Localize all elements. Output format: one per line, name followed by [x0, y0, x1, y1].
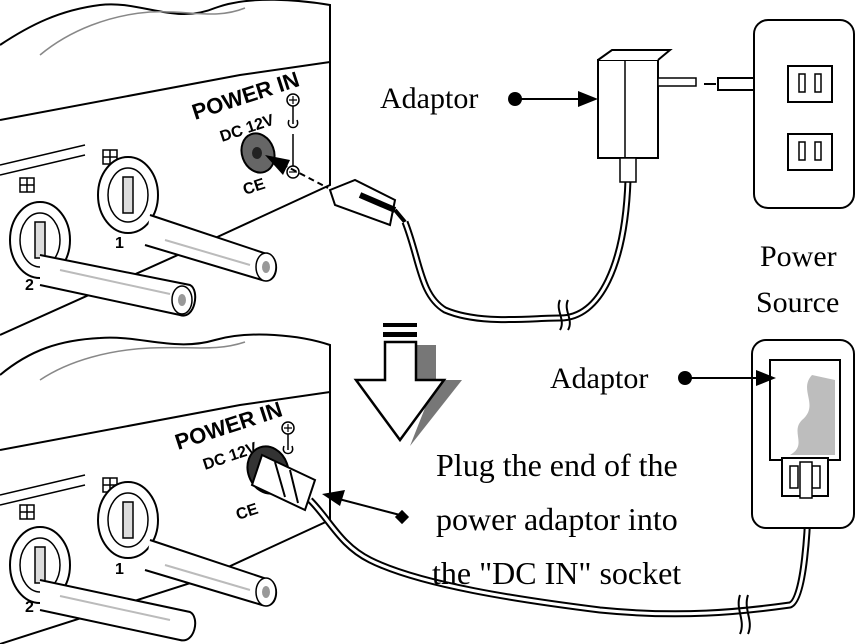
bottom-dc-plug — [246, 445, 317, 512]
down-arrow-icon — [353, 323, 462, 446]
polarity-icon — [281, 421, 295, 455]
power-adaptor-icon — [769, 359, 841, 499]
instruction-line2: power adaptor into — [436, 501, 678, 537]
polarity-icon — [286, 93, 300, 179]
ce-mark: CE — [234, 501, 261, 524]
instruction-pointer — [322, 490, 410, 525]
top-adaptor-label: Adaptor — [380, 82, 478, 115]
port-number-2: 2 — [25, 277, 34, 294]
top-dc-plug — [265, 155, 407, 227]
bnc-connector-icon — [9, 526, 197, 642]
top-adaptor-cable — [401, 179, 632, 331]
port-number-1: 1 — [115, 235, 124, 252]
voltage-label: 12V — [244, 112, 277, 137]
bottom-device-panel: POWER IN DC 12V CE — [0, 333, 331, 644]
bottom-adaptor-cable — [307, 497, 812, 635]
dc-socket[interactable] — [236, 129, 280, 178]
power-adaptor-icon — [597, 49, 697, 183]
bnc-connector-icon — [9, 201, 197, 317]
top-adaptor-pointer — [508, 91, 598, 107]
bnc-connector-icon — [97, 156, 278, 282]
bottom-adaptor-pointer — [678, 370, 776, 386]
dc-label: DC — [201, 450, 229, 473]
port-icon-2 — [19, 177, 35, 193]
dc-label: DC — [218, 122, 246, 145]
port-number-2: 2 — [25, 599, 34, 616]
port-icon-2 — [19, 504, 35, 520]
port-number-1: 1 — [115, 561, 124, 578]
instruction-line3: the "DC IN" socket — [432, 555, 681, 591]
power-source-line1: Power — [760, 240, 837, 273]
power-source-line2: Source — [756, 286, 839, 319]
wall-outlet-icon — [753, 19, 855, 209]
instruction-line1: Plug the end of the — [436, 447, 678, 483]
bnc-connector-icon — [97, 481, 278, 607]
bottom-adaptor-label: Adaptor — [550, 362, 648, 395]
ce-mark: CE — [241, 176, 268, 199]
power-in-label: POWER IN — [189, 67, 303, 125]
